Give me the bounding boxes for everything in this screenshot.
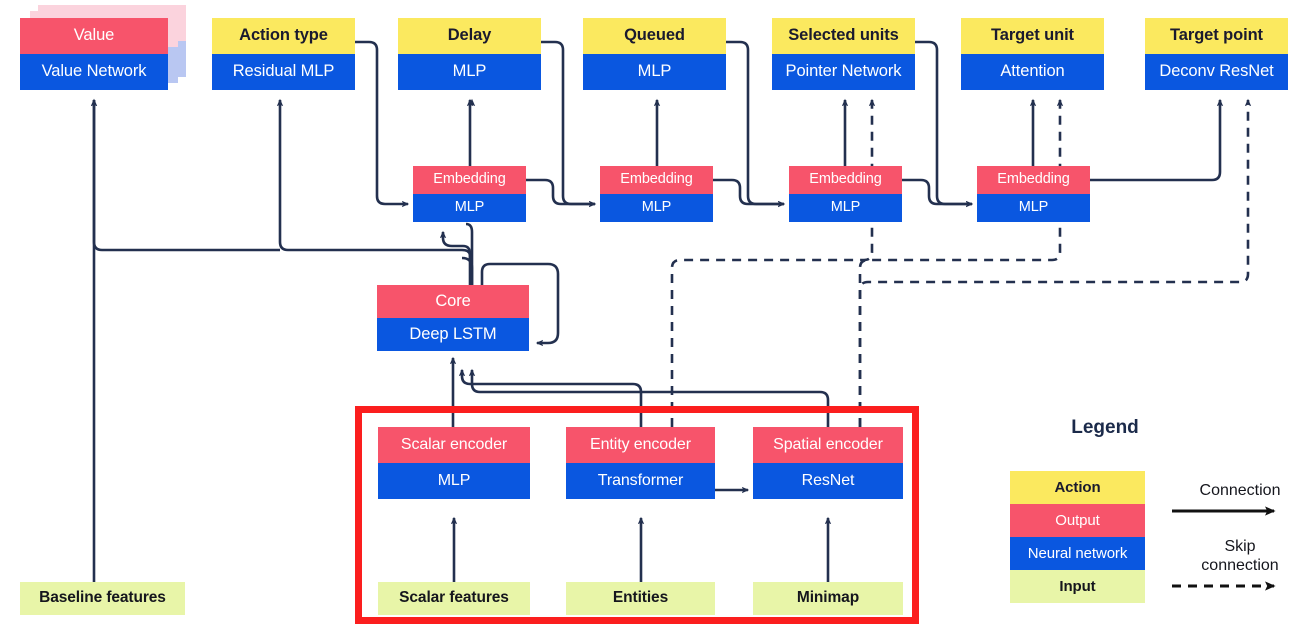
node-action-type-net: Residual MLP [212, 54, 355, 90]
node-selected-units-head: Selected units [772, 18, 915, 54]
node-entity-encoder-head: Entity encoder [566, 427, 715, 463]
node-embedding-selected-units-head: Embedding [789, 166, 902, 194]
node-spatial-encoder-head: Spatial encoder [753, 427, 903, 463]
node-core[interactable]: Core Deep LSTM [377, 285, 529, 351]
legend-swatches: Action Output Neural network Input [1010, 471, 1145, 603]
node-target-point[interactable]: Target point Deconv ResNet [1145, 18, 1288, 90]
node-value-net: Value Network [20, 54, 168, 90]
node-scalar-encoder-net: MLP [378, 463, 530, 499]
node-baseline-features-label: Baseline features [20, 582, 185, 615]
legend: Legend Action Output Neural network Inpu… [955, 412, 1307, 624]
node-embedding-target-unit-net: MLP [977, 194, 1090, 222]
node-queued-net: MLP [583, 54, 726, 90]
node-selected-units[interactable]: Selected units Pointer Network [772, 18, 915, 90]
node-embedding-target-unit-head: Embedding [977, 166, 1090, 194]
legend-title: Legend [1071, 417, 1139, 438]
legend-skip-connection-rule [1170, 575, 1307, 597]
node-scalar-encoder-head: Scalar encoder [378, 427, 530, 463]
node-target-unit-head: Target unit [961, 18, 1104, 54]
legend-swatch-action: Action [1010, 471, 1145, 504]
node-core-head: Core [377, 285, 529, 318]
node-spatial-encoder[interactable]: Spatial encoder ResNet [753, 427, 903, 499]
node-target-unit-net: Attention [961, 54, 1104, 90]
node-delay[interactable]: Delay MLP [398, 18, 541, 90]
legend-connection-rule [1170, 500, 1307, 522]
node-embedding-queued-head: Embedding [600, 166, 713, 194]
legend-swatch-input: Input [1010, 570, 1145, 603]
node-embedding-delay-net: MLP [413, 194, 526, 222]
legend-skip-connection-label: Skip connection [1201, 538, 1279, 574]
node-embedding-selected-units[interactable]: Embedding MLP [789, 166, 902, 222]
node-target-point-head: Target point [1145, 18, 1288, 54]
node-embedding-selected-units-net: MLP [789, 194, 902, 222]
node-scalar-features-label: Scalar features [378, 582, 530, 615]
node-target-point-net: Deconv ResNet [1145, 54, 1288, 90]
node-core-net: Deep LSTM [377, 318, 529, 351]
node-action-type[interactable]: Action type Residual MLP [212, 18, 355, 90]
node-entity-encoder[interactable]: Entity encoder Transformer [566, 427, 715, 499]
node-entities[interactable]: Entities [566, 582, 715, 615]
node-scalar-features[interactable]: Scalar features [378, 582, 530, 615]
node-minimap[interactable]: Minimap [753, 582, 903, 615]
node-queued[interactable]: Queued MLP [583, 18, 726, 90]
node-scalar-encoder[interactable]: Scalar encoder MLP [378, 427, 530, 499]
node-selected-units-net: Pointer Network [772, 54, 915, 90]
legend-swatch-output: Output [1010, 504, 1145, 537]
node-entities-label: Entities [566, 582, 715, 615]
node-embedding-delay-head: Embedding [413, 166, 526, 194]
node-value[interactable]: Value Value Network [20, 18, 168, 90]
node-minimap-label: Minimap [753, 582, 903, 615]
node-embedding-target-unit[interactable]: Embedding MLP [977, 166, 1090, 222]
node-value-head: Value [20, 18, 168, 54]
node-queued-head: Queued [583, 18, 726, 54]
node-action-type-head: Action type [212, 18, 355, 54]
node-entity-encoder-net: Transformer [566, 463, 715, 499]
node-embedding-delay[interactable]: Embedding MLP [413, 166, 526, 222]
legend-spacer [1170, 522, 1307, 538]
node-delay-head: Delay [398, 18, 541, 54]
node-target-unit[interactable]: Target unit Attention [961, 18, 1104, 90]
legend-line-keys: Connection Skip connection [1170, 482, 1307, 597]
legend-connection-label: Connection [1199, 482, 1281, 499]
legend-swatch-neural-network: Neural network [1010, 537, 1145, 570]
node-baseline-features[interactable]: Baseline features [20, 582, 185, 615]
node-embedding-queued[interactable]: Embedding MLP [600, 166, 713, 222]
node-spatial-encoder-net: ResNet [753, 463, 903, 499]
node-delay-net: MLP [398, 54, 541, 90]
node-embedding-queued-net: MLP [600, 194, 713, 222]
